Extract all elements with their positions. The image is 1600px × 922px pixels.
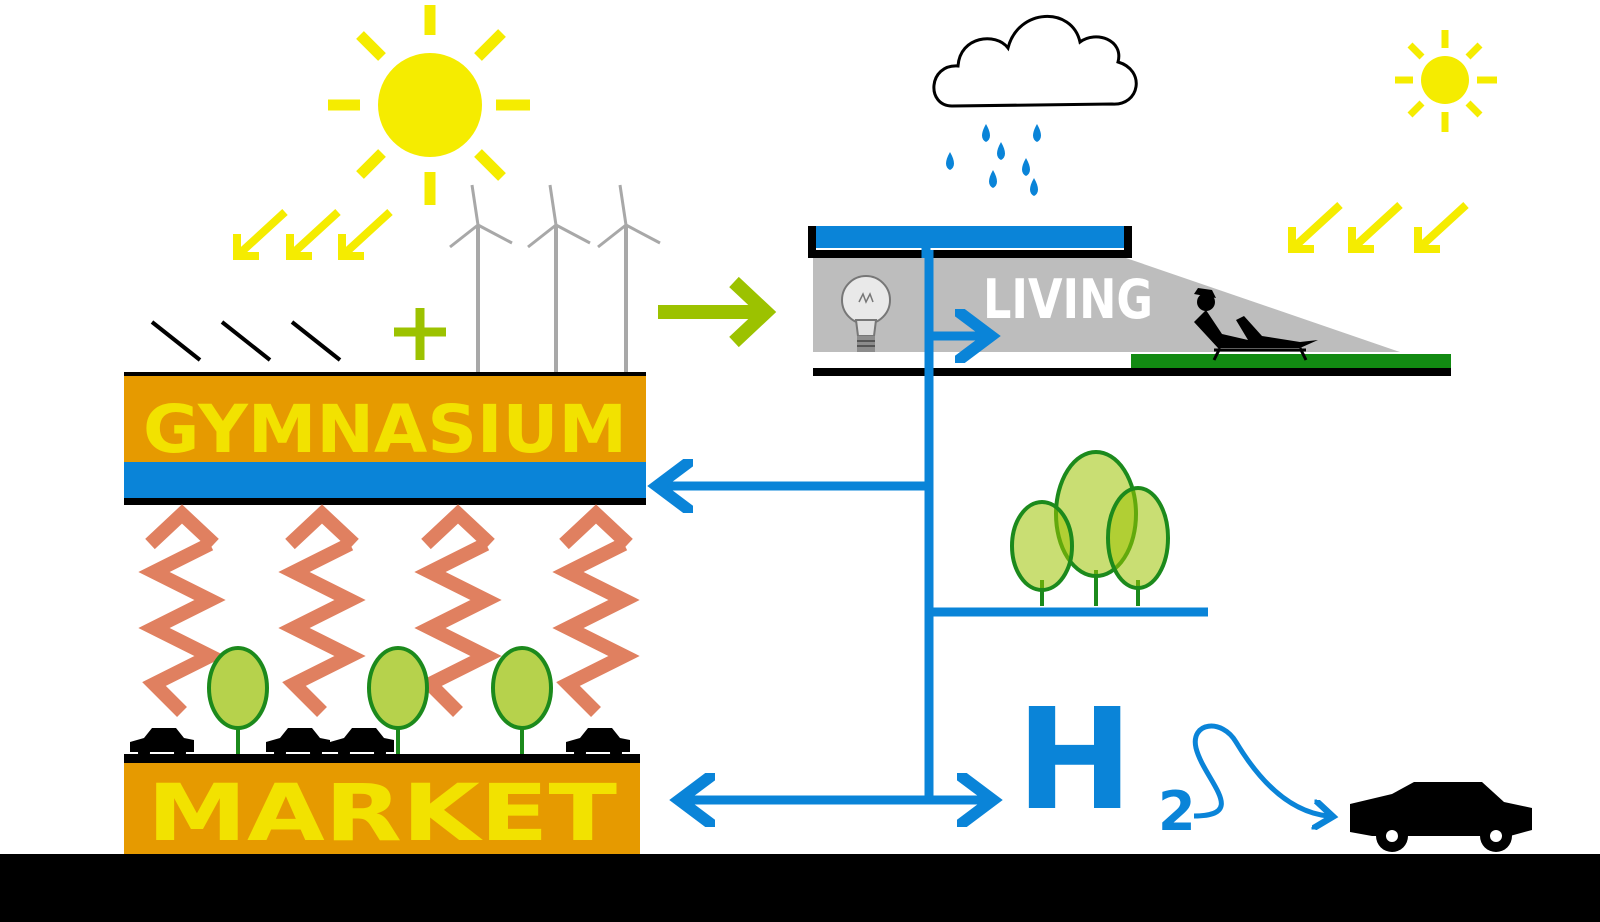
car-icon — [1350, 782, 1532, 852]
market-label: MARKET — [147, 769, 617, 859]
hydrogen-subscript: 2 — [1158, 780, 1196, 843]
tree-icon — [207, 646, 269, 754]
hydrogen-symbol: H — [1016, 679, 1133, 842]
tree-icon — [367, 646, 429, 754]
wind-turbine-icon — [448, 183, 514, 377]
sun-icon — [328, 5, 530, 205]
heat-wave-icon — [290, 514, 354, 712]
tree-icon — [1106, 486, 1170, 606]
heat-wave-icon — [564, 514, 628, 712]
sun-ray-arrows-right — [1292, 205, 1466, 249]
energy-flow-arrow — [658, 276, 777, 348]
market-block: MARKET — [124, 754, 640, 859]
sunbather-icon — [1194, 288, 1318, 361]
ground — [0, 854, 1600, 922]
heat-wave-icon — [426, 514, 490, 712]
cloud-icon — [932, 15, 1138, 108]
wind-turbine-icon — [526, 183, 592, 377]
gymnasium-block: GYMNASIUM — [124, 372, 646, 505]
water-distribution-network — [666, 245, 1208, 800]
tree-icon — [1010, 500, 1074, 606]
sun-ray-arrows-left — [237, 212, 390, 256]
wind-turbine-icon — [596, 183, 662, 377]
living-label: LIVING — [983, 268, 1153, 331]
plus-icon — [394, 308, 446, 360]
light-bulb-icon — [841, 275, 891, 352]
hydrogen-flow-arrow — [1192, 723, 1328, 816]
solar-panel-icon — [150, 320, 342, 362]
tree-icon — [491, 646, 553, 754]
sun-icon — [1395, 30, 1497, 132]
heat-wave-icon — [150, 514, 214, 712]
raindrop-icon — [946, 124, 1041, 196]
gymnasium-label: GYMNASIUM — [143, 391, 627, 468]
